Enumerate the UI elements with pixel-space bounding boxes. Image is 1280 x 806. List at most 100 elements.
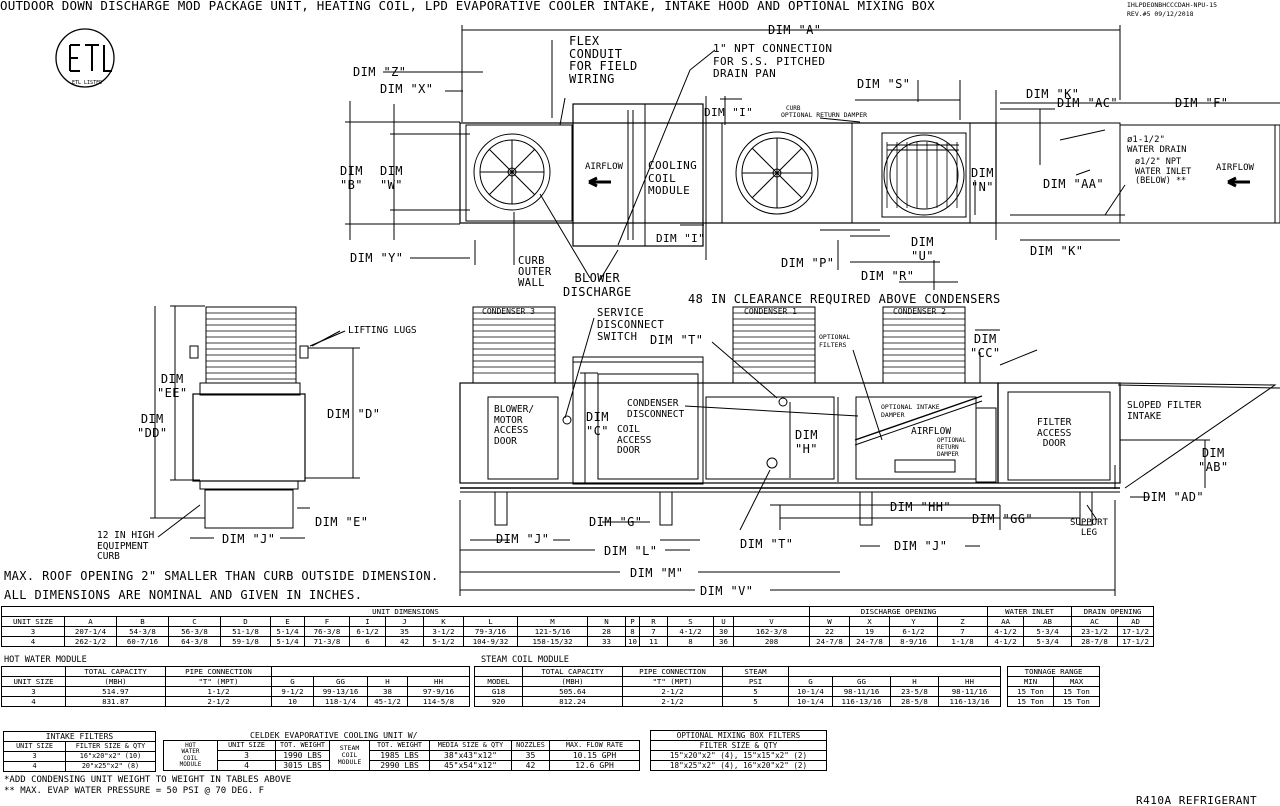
water-inlet-label: ø1/2" NPT WATER INLET (BELOW) **	[1135, 157, 1192, 186]
table-cell: 15 Ton	[1007, 686, 1054, 697]
curb-outer-wall-label: CURB OUTER WALL	[518, 255, 552, 289]
dim-w-label: DIM "W"	[380, 164, 403, 192]
logo-text: ETL LISTED	[72, 80, 103, 86]
table-cell: 1990 LBS	[275, 750, 330, 761]
table-cell: 207-1/4	[64, 626, 117, 637]
column-header: MEDIA SIZE & QTY	[429, 740, 512, 751]
table-cell: 99-13/16	[313, 686, 368, 697]
table-cell: G18	[474, 686, 523, 697]
condenser-disconnect-label: CONDENSER DISCONNECT	[627, 398, 685, 420]
optional-filters-label: OPTIONAL FILTERS	[819, 333, 851, 349]
hot-water-title: HOT WATER MODULE	[4, 655, 87, 665]
dim-cc-label: DIM "CC"	[970, 332, 1001, 360]
support-leg-label: SUPPORT LEG	[1070, 518, 1108, 538]
table-cell: 60-7/16	[116, 636, 169, 647]
footnote-2: ** MAX. EVAP WATER PRESSURE = 50 PSI @ 7…	[4, 786, 265, 796]
table-cell: 1985 LBS	[369, 750, 430, 761]
dim-x-label: DIM "X"	[380, 82, 434, 96]
etl-logo	[55, 28, 115, 88]
optional-intake-damper-label: OPTIONAL INTAKE DAMPER	[881, 403, 940, 419]
table-cell: 4	[1, 696, 66, 707]
return-damper-label: OPTIONAL RETURN DAMPER	[781, 111, 868, 119]
table-cell: 30	[713, 626, 734, 637]
table-cell: 42	[511, 760, 550, 771]
top-view	[345, 25, 1280, 290]
column-header: PSI	[722, 676, 789, 687]
table-cell: 6-1/2	[889, 626, 938, 637]
column-header: AD	[1117, 616, 1155, 627]
dim-j-side-label: DIM "J"	[496, 532, 550, 546]
table-cell: 1-1/8	[936, 636, 989, 647]
column-header: X	[849, 616, 890, 627]
dim-s-label: DIM "S"	[857, 77, 911, 91]
table-cell: 16"x20"x2" (10)	[65, 751, 156, 762]
hw-pipe-header: PIPE CONNECTION	[165, 666, 272, 677]
table-cell: 28-5/8	[890, 696, 939, 707]
table-cell: 10-1/4	[788, 686, 833, 697]
drawing-title: OUTDOOR DOWN DISCHARGE MOD PACKAGE UNIT,…	[0, 0, 935, 13]
column-header: R	[639, 616, 668, 627]
table-cell: 56-3/8	[168, 626, 221, 637]
table-cell: 114-5/8	[407, 696, 470, 707]
mixing-box-title: OPTIONAL MIXING BOX FILTERS	[650, 730, 827, 741]
cooling-coil-label: COOLING COIL MODULE	[648, 159, 698, 197]
curb-label: CURB	[786, 105, 801, 112]
dim-u-label: DIM "U"	[911, 235, 934, 263]
table-row: 4 3015 LBS 2990 LBS 45"x54"x12" 42 12.6 …	[164, 760, 640, 771]
table-cell: 24-7/8	[849, 636, 890, 647]
steam-coil-label: STEAM COIL MODULE	[329, 740, 370, 771]
column-header: UNIT SIZE	[217, 740, 276, 751]
dim-i-label: DIM "I"	[704, 106, 754, 119]
service-disconnect-label: SERVICE DISCONNECT SWITCH	[597, 307, 665, 343]
table-cell: 18"x25"x2" (4), 16"x20"x2" (2)	[650, 760, 827, 771]
table-cell: 831.87	[65, 696, 166, 707]
table-cell: 45"x54"x12"	[429, 760, 512, 771]
table-cell: 10	[271, 696, 314, 707]
column-header: G	[271, 676, 314, 687]
dim-j2-side-label: DIM "J"	[894, 539, 948, 553]
column-header: L	[463, 616, 518, 627]
table-cell: 98-11/16	[938, 686, 1001, 697]
table-cell: 158-15/32	[517, 636, 588, 647]
water-drain-label: ø1-1/2" WATER DRAIN	[1127, 135, 1187, 155]
table-cell: 42	[385, 636, 424, 647]
lifting-lugs-label: LIFTING LUGS	[348, 325, 417, 336]
end-view	[150, 305, 360, 539]
table-cell: 5	[722, 696, 789, 707]
column-header: GG	[832, 676, 891, 687]
table-cell: 5-1/4	[270, 626, 305, 637]
dim-gg-label: DIM "GG"	[972, 512, 1033, 526]
celdek-table: HOT WATER COIL MODULE UNIT SIZE TOT. WEI…	[163, 740, 640, 771]
table-cell: 12.6 GPH	[549, 760, 640, 771]
condenser-1-label: CONDENSER 1	[744, 307, 797, 316]
column-header: "T" (MPT)	[165, 676, 272, 687]
table-cell: 4-1/2	[667, 626, 714, 637]
column-header: FILTER SIZE & QTY	[65, 741, 156, 752]
table-cell: 17-1/2	[1117, 626, 1155, 637]
table-cell: 1-1/2	[165, 686, 272, 697]
celdek-title: CELDEK EVAPORATIVE COOLING UNIT W/	[250, 730, 418, 740]
column-header: GG	[313, 676, 368, 687]
dim-i2-label: DIM "I"	[656, 232, 706, 245]
table-cell: 19	[849, 626, 890, 637]
table-cell: 24-7/8	[809, 636, 850, 647]
table-cell: 8	[625, 626, 640, 637]
table-cell: 51-1/8	[220, 626, 271, 637]
table-cell: 59-1/8	[220, 636, 271, 647]
column-header: Y	[889, 616, 938, 627]
curb-note-label: 12 IN HIGH EQUIPMENT CURB	[97, 530, 155, 562]
column-header: AB	[1023, 616, 1073, 627]
column-header: B	[116, 616, 169, 627]
column-header: H	[367, 676, 408, 687]
column-header: AC	[1071, 616, 1119, 627]
table-cell: 208	[733, 636, 810, 647]
dim-g-label: DIM "G"	[589, 515, 643, 529]
mixing-box-table: OPTIONAL MIXING BOX FILTERS FILTER SIZE …	[650, 730, 827, 771]
